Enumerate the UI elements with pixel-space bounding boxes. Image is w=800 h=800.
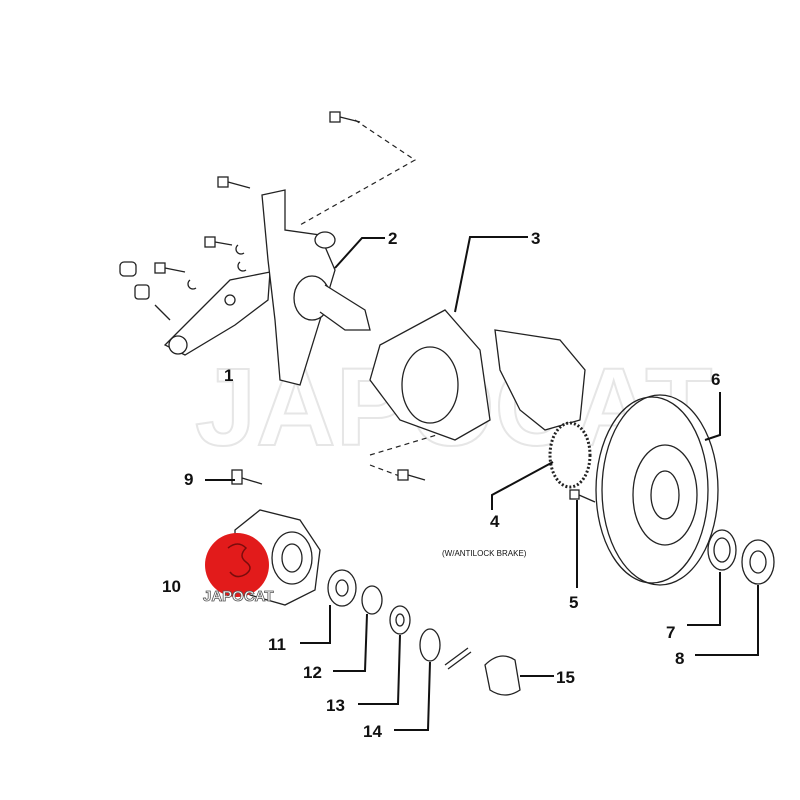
- callout-2: 2: [388, 229, 397, 248]
- cotter-pin: [444, 647, 472, 670]
- callout-5: 5: [569, 593, 578, 612]
- bolt-guide-line: [369, 424, 471, 481]
- dust-shield: [369, 309, 491, 441]
- callout-9: 9: [184, 470, 193, 489]
- leader-lines: [205, 236, 759, 731]
- callout-7: 7: [666, 623, 675, 642]
- callout-15: 15: [556, 668, 575, 687]
- callout-14: 14: [363, 722, 382, 741]
- grease-seal: [707, 529, 737, 571]
- callout-12: 12: [303, 663, 322, 682]
- inner-bearing: [327, 569, 357, 607]
- callout-6: 6: [711, 370, 720, 389]
- callout-1: 1: [224, 366, 233, 385]
- lock-washer: [361, 585, 383, 615]
- svg-text:JAPOCAT: JAPOCAT: [203, 588, 274, 605]
- callout-3: 3: [531, 229, 540, 248]
- brake-rotor: [595, 394, 719, 586]
- callout-10: 10: [162, 577, 181, 596]
- hub-nut: [389, 605, 411, 635]
- callout-4: 4: [490, 512, 500, 531]
- lock-cap: [419, 628, 441, 662]
- grease-cap: [484, 655, 521, 696]
- bolt-guide-line: [299, 119, 417, 226]
- knuckle-arm: [163, 271, 271, 356]
- callout-8: 8: [675, 649, 684, 668]
- callout-13: 13: [326, 696, 345, 715]
- bolt-icon: [154, 111, 596, 503]
- abs-sensor-ring: [548, 421, 592, 489]
- outer-bearing: [741, 539, 775, 585]
- japocat-logo: JAPOCAT: [203, 533, 274, 605]
- nut-icon: [119, 244, 247, 321]
- callout-11: 11: [268, 635, 286, 654]
- callout-4-note: (W/ANTILOCK BRAKE): [442, 549, 527, 558]
